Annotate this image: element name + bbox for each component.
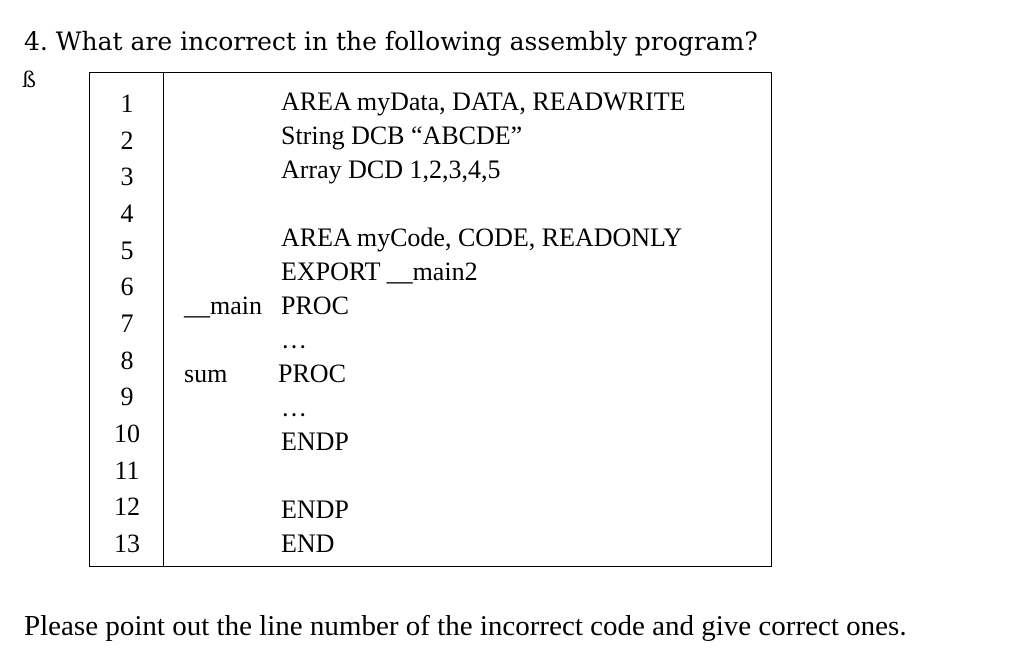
line-number: 3 [120,162,134,191]
code-line-1: AREA myData, DATA, READWRITE [281,87,686,116]
line-number: 5 [120,236,134,265]
code-line-8: … [281,325,307,354]
line-number: 10 [114,419,140,448]
code-line-2: String DCB “ABCDE” [281,121,523,150]
code-label-main: __main [184,291,262,320]
stray-character: ß [22,68,37,92]
code-table: 1 2 3 4 5 6 7 8 9 10 11 12 13 AREA myDat… [89,72,772,567]
question-heading: 4. What are incorrect in the following a… [24,27,758,56]
instruction-text: Please point out the line number of the … [24,610,907,642]
code-line-5: AREA myCode, CODE, READONLY [281,223,683,252]
code-line-7: PROC [281,291,349,320]
line-number: 11 [114,456,140,485]
line-number: 9 [120,382,134,411]
code-line-3: Array DCD 1,2,3,4,5 [281,155,501,184]
code-line-11: ENDP [281,427,349,456]
line-number: 6 [120,272,134,301]
line-number: 8 [120,346,134,375]
line-number: 4 [120,199,134,228]
line-number: 1 [120,89,134,118]
code-line-13: END [281,529,335,558]
line-number: 12 [114,492,140,521]
code-line-12: ENDP [281,495,349,524]
code-line-6: EXPORT __main2 [281,257,478,286]
code-line-10: … [281,393,307,422]
line-number-column: 1 2 3 4 5 6 7 8 9 10 11 12 13 [90,73,164,566]
code-line-9: PROC [278,359,346,388]
line-number: 13 [114,529,140,558]
line-number: 7 [120,309,134,338]
code-label-sum: sum [184,359,228,388]
line-number: 2 [120,126,134,155]
